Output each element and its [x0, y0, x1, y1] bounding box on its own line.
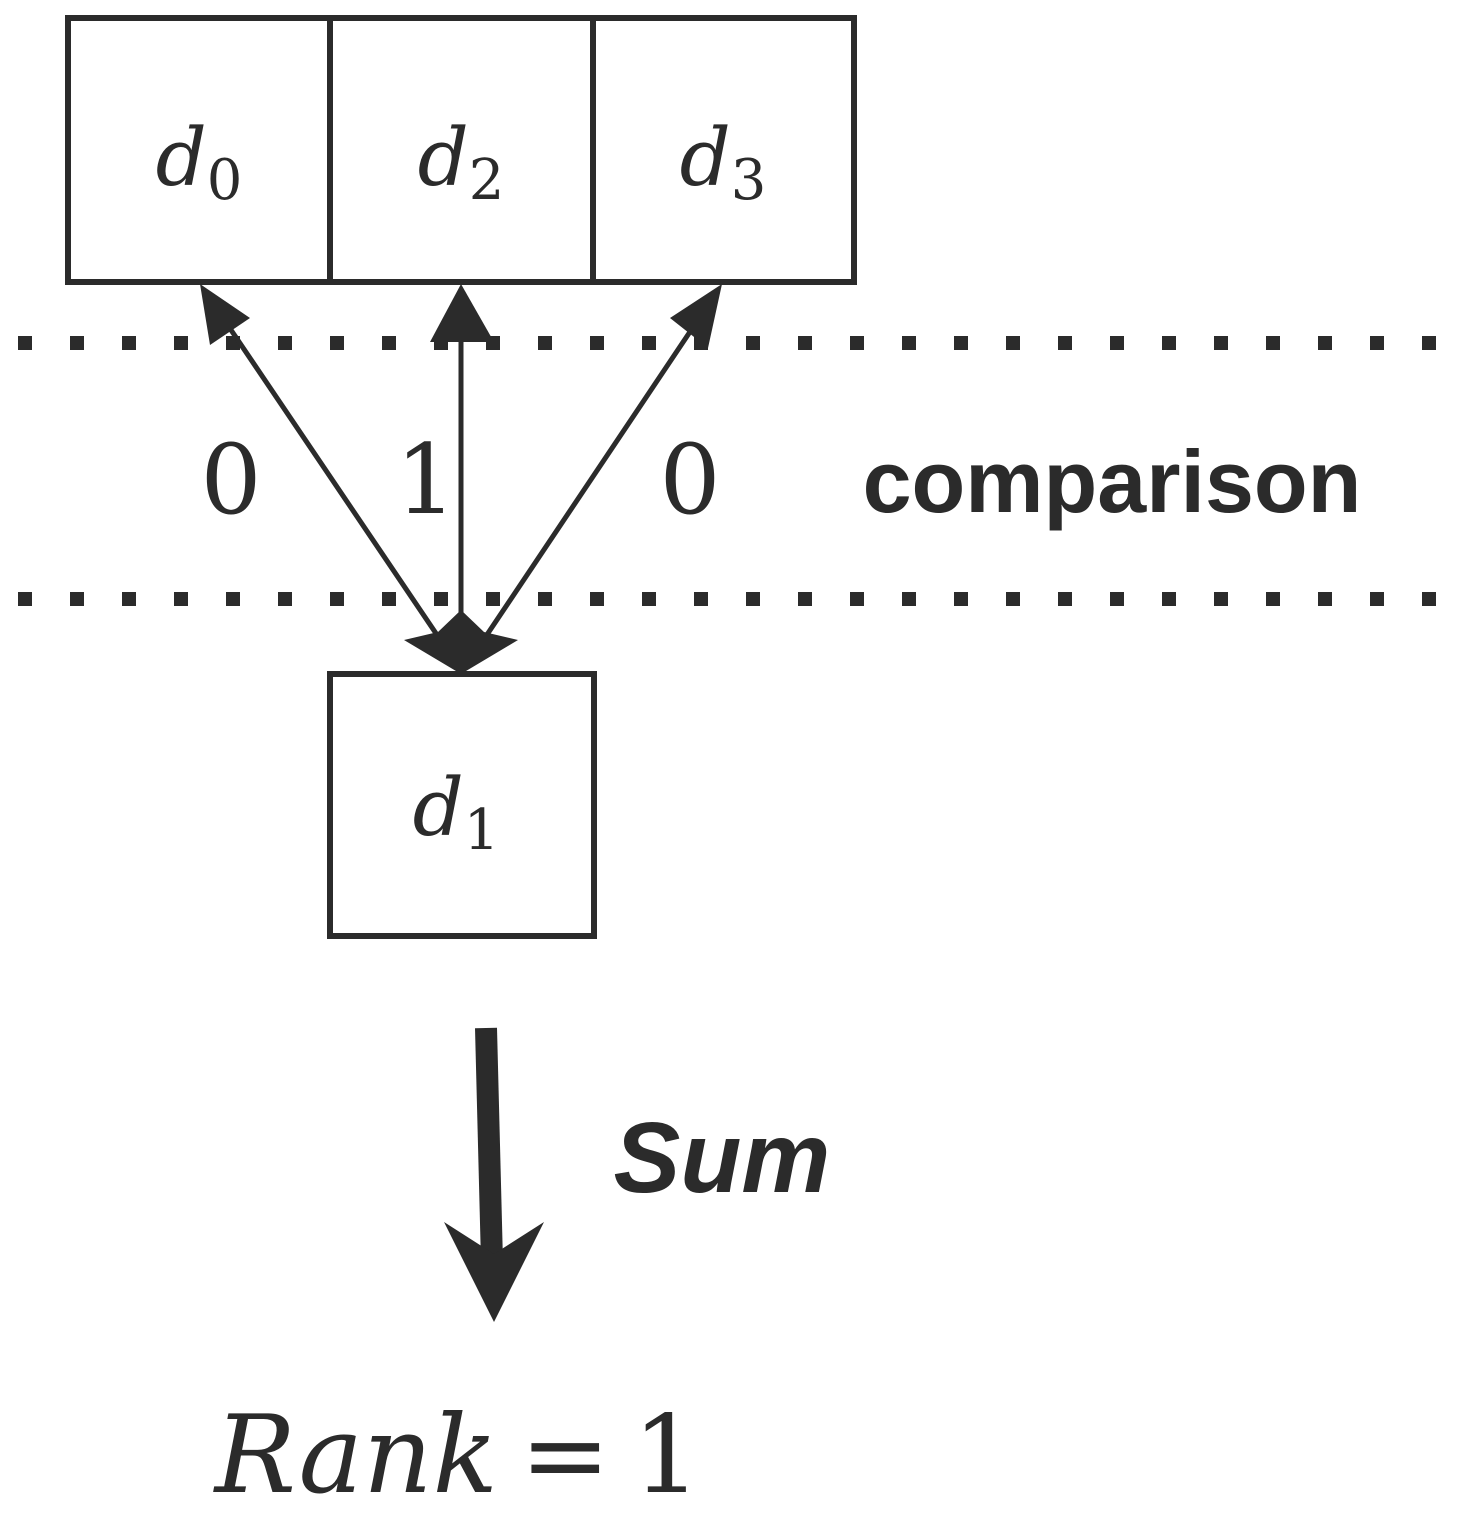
comparison-arrow-d0-d1 — [201, 288, 461, 668]
top-row: d0 d2 d3 — [65, 15, 857, 285]
comparison-value-d2: 1 — [395, 424, 456, 536]
target-d1-label: d1 — [413, 761, 500, 863]
sum-arrow-head — [444, 1222, 544, 1322]
target-box-frame — [327, 671, 597, 939]
comparison-value-d3: 0 — [659, 424, 720, 536]
comparison-label: comparison — [863, 432, 1362, 531]
sum-label: Sum — [614, 1102, 831, 1214]
arrowhead-d0 — [200, 284, 250, 345]
top-row-frame — [65, 15, 857, 285]
comparison-arrow-d3-d1 — [463, 288, 721, 668]
arrowhead-d3 — [670, 284, 722, 348]
sum-arrow-shaft — [475, 1027, 503, 1263]
comparison-value-d0: 0 — [200, 424, 261, 536]
sum-arrow — [444, 1027, 544, 1322]
target-box: d1 — [327, 671, 597, 939]
top-cell-d0-label: d0 — [156, 111, 243, 213]
arrowhead-d2 — [430, 284, 494, 342]
top-cell-d3-label: d3 — [680, 111, 767, 213]
arrowheads-into-d1 — [404, 610, 518, 674]
top-cell-d2-label: d2 — [418, 111, 505, 213]
rank-result: Rank=1 — [213, 1393, 701, 1516]
comparison-arrows — [200, 284, 722, 674]
